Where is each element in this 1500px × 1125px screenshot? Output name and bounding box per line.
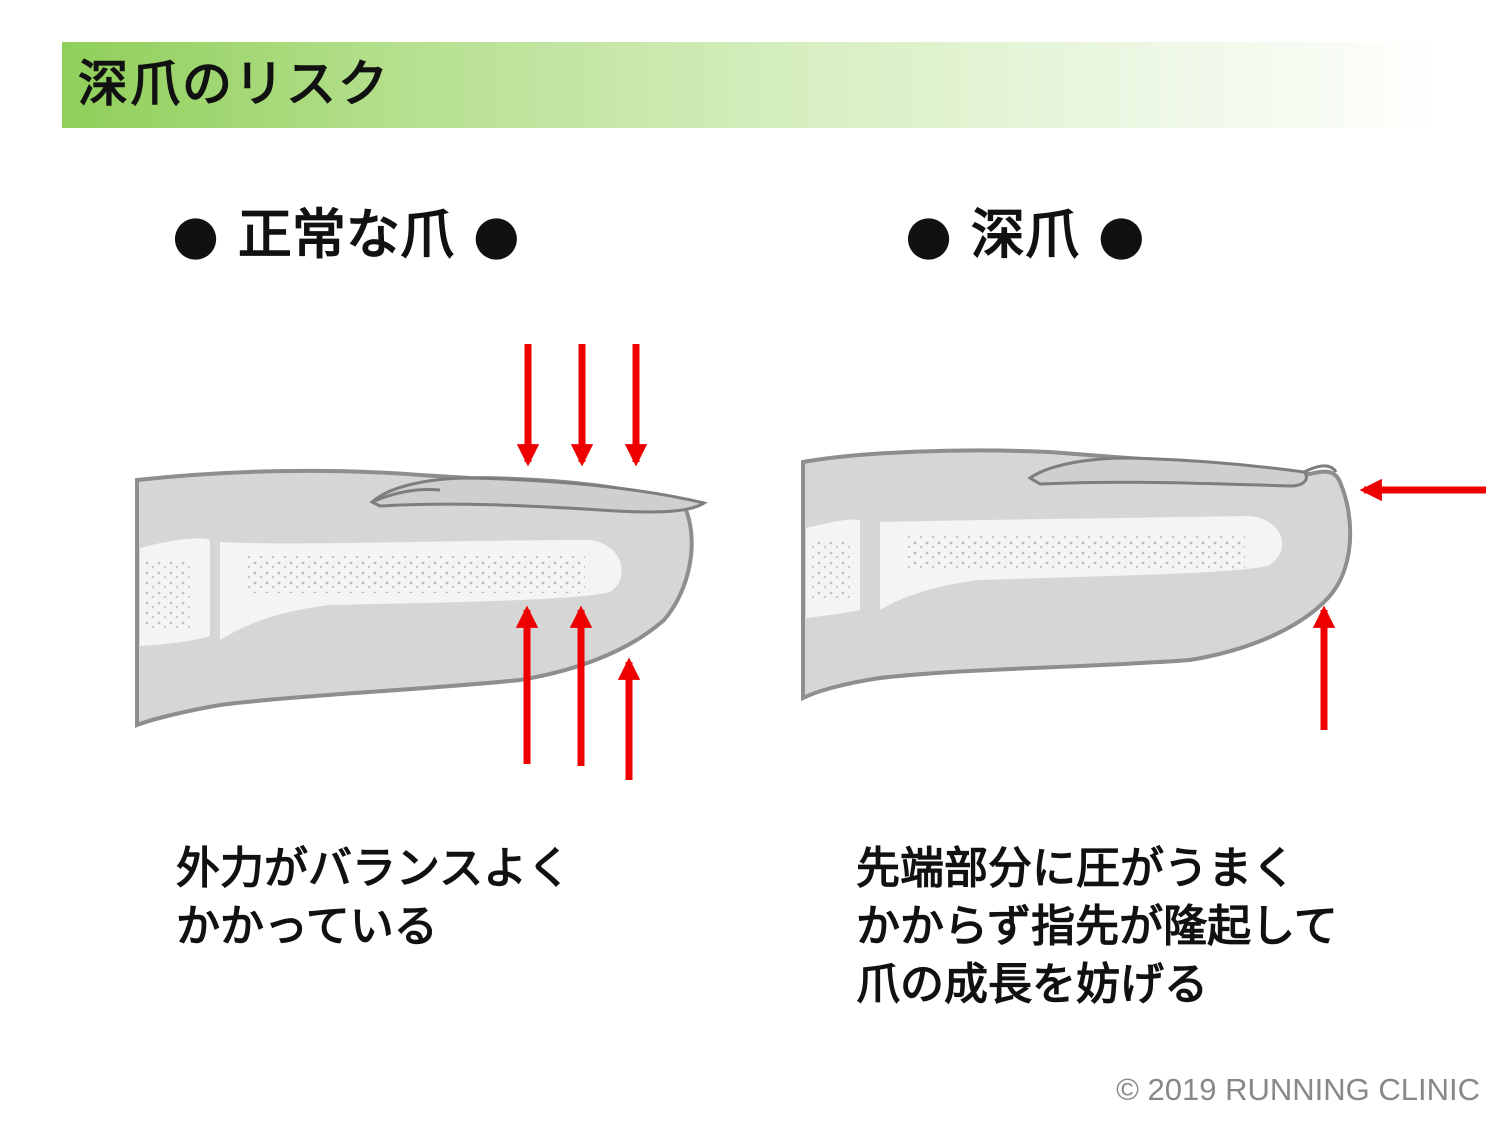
force-arrows-normal: [515, 344, 648, 780]
caption-line: 外力がバランスよく: [176, 843, 572, 894]
copyright-notice: © 2019 RUNNING CLINIC: [1116, 1072, 1480, 1107]
normal-nail-plate: [369, 476, 708, 514]
deep-finger-illustration: [801, 448, 1353, 702]
normal-nail-heading: ● 正常な爪 ●: [172, 203, 520, 266]
caption-line: 先端部分に圧がうまく: [856, 843, 1296, 894]
normal-nail-cuticle: [371, 488, 441, 504]
caption-line: かかっている: [176, 901, 438, 952]
deep-nail-heading: ● 深爪 ●: [905, 203, 1145, 266]
title-bar: [62, 42, 1447, 128]
force-arrows-deep: [1312, 478, 1486, 730]
caption-line: 爪の成長を妨げる: [856, 959, 1208, 1010]
normal-finger-illustration: [135, 468, 708, 728]
page-title: 深爪のリスク: [78, 55, 390, 113]
deep-nail-plate: [1027, 456, 1308, 488]
deep-finger-tip-bump: [1303, 464, 1338, 474]
caption-line: かからず指先が隆起して: [856, 901, 1338, 952]
deep-nail-caption: 先端部分に圧がうまく かからず指先が隆起して 爪の成長を妨げる: [856, 840, 1338, 1014]
normal-nail-caption: 外力がバランスよく かかっている: [176, 840, 571, 956]
